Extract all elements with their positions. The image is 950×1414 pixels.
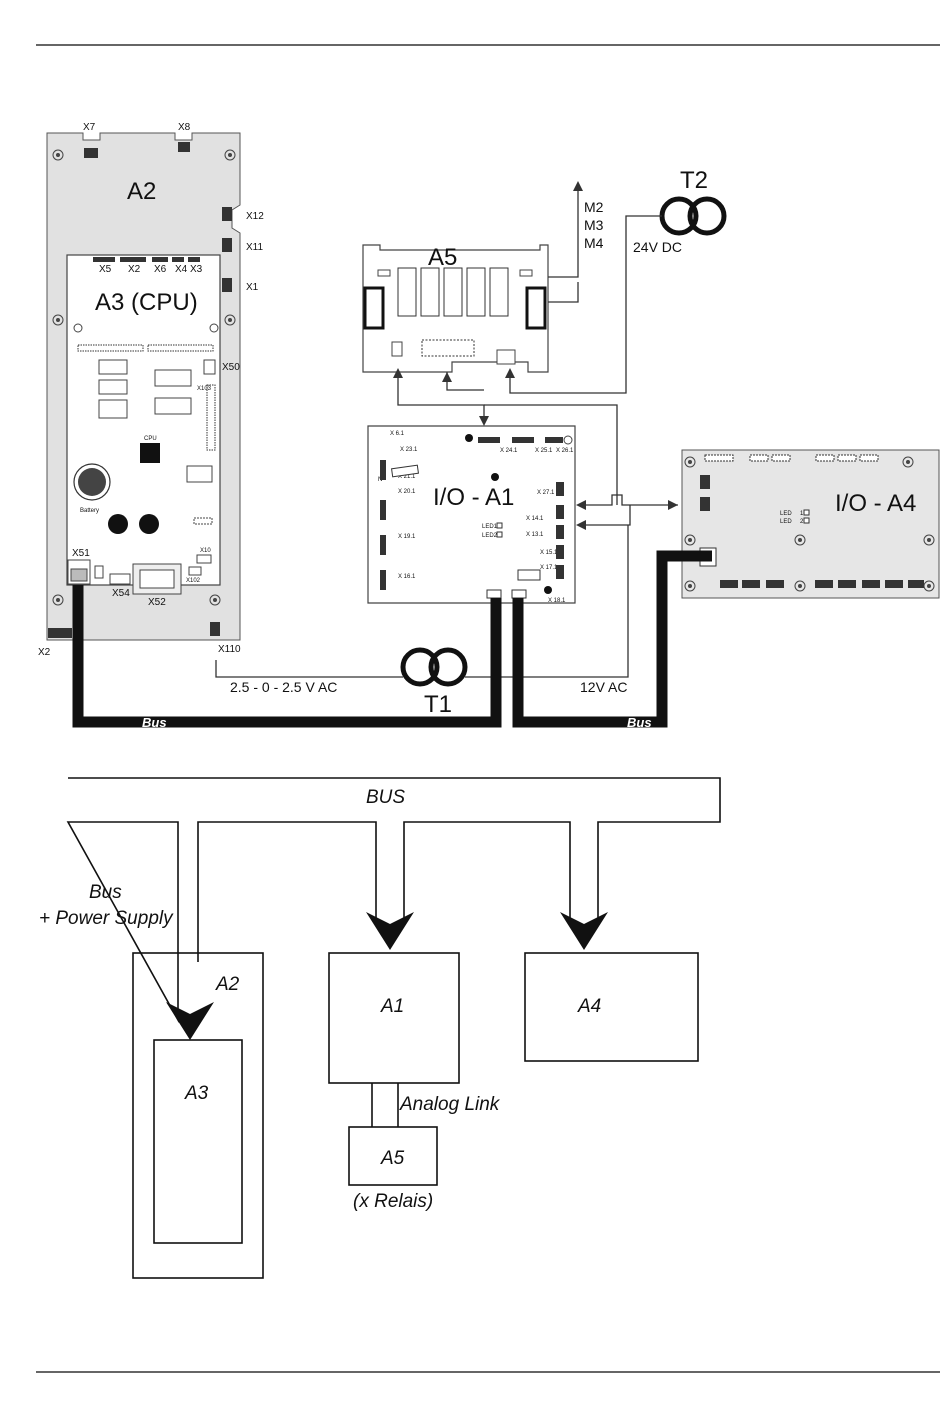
a1-conn-x21-1: X 21.1 [398, 474, 416, 480]
a1-conn-x26-1: X 26.1 [556, 448, 574, 454]
a1-conn-x13-1: X 13.1 [526, 532, 544, 538]
arrowhead-a4 [560, 912, 608, 950]
transformer-t2: T2 24V DC [505, 167, 727, 394]
a3-conn-x103: X103 [197, 386, 212, 392]
a1-conn-x20-1: X 20.1 [398, 489, 416, 495]
t2-voltage: 24V DC [633, 239, 682, 255]
block-analog-link: Analog Link [399, 1094, 501, 1115]
a4-led-label-2: LED [780, 519, 792, 525]
block-a4-label: A4 [577, 996, 601, 1017]
block-bus-power-1: Bus [89, 882, 122, 903]
a1-led1: LED1 [482, 524, 498, 530]
a3-battery-label: Battery [80, 508, 99, 514]
a2-conn-x1: X1 [246, 282, 259, 293]
a5-name: A5 [428, 244, 457, 271]
a4-led-2: 2 [800, 519, 804, 525]
a1-conn-x14-1: X 14.1 [526, 516, 544, 522]
t1-name: T1 [424, 691, 452, 718]
a2-conn-x11: X11 [246, 242, 263, 253]
arrowhead-a1 [366, 912, 414, 950]
a4-name: I/O - A4 [835, 490, 916, 517]
a1-led2: LED2 [482, 533, 498, 539]
block-a3-label: A3 [184, 1083, 209, 1104]
block-a2-label: A2 [215, 974, 240, 995]
a2-name: A2 [127, 178, 156, 205]
block-a5-label: A5 [380, 1148, 405, 1169]
motor-m4: M4 [584, 235, 604, 251]
a1-conn-x27-1: X 27.1 [537, 490, 555, 496]
board-a5: A5 [362, 244, 549, 373]
a2-conn-x2: X2 [38, 647, 51, 658]
a1-conn-x17-1: X 17.1 [540, 565, 558, 571]
a1-conn-x25-1: X 25.1 [535, 448, 553, 454]
bus-cable-left: Bus [72, 585, 502, 730]
board-a4: I/O - A4 LED 1 LED 2 [681, 449, 940, 599]
a4-led-label: LED [780, 511, 792, 517]
a3-conn-x2: X2 [128, 264, 141, 275]
motor-m2: M2 [584, 199, 604, 215]
a2-conn-x8: X8 [178, 122, 191, 133]
a2-conn-x12: X12 [246, 211, 264, 222]
block-a1-label: A1 [380, 996, 404, 1017]
block-diagram [66, 777, 721, 1279]
block-bus-label: BUS [366, 787, 405, 808]
board-a1: I/O - A1 X 6.1 X 23.1 X 24.1 X 25.1 X 26… [367, 425, 576, 604]
a3-conn-x52: X52 [148, 597, 166, 608]
motor-m3: M3 [584, 217, 604, 233]
a4-led-1: 1 [800, 511, 804, 517]
a1-conn-x16-1: X 16.1 [398, 574, 416, 580]
bus-cable-right: Bus [512, 550, 712, 730]
a3-conn-x51: X51 [72, 548, 90, 559]
a2-conn-x7: X7 [83, 122, 96, 133]
a1-conn-x18-1: X 18.1 [548, 598, 566, 604]
a1-conn-x6-1: X 6.1 [390, 431, 405, 437]
a3-conn-x6: X6 [154, 264, 167, 275]
a3-conn-x102: X102 [186, 578, 201, 584]
a3-conn-x5: X5 [99, 264, 112, 275]
signal-lines [397, 372, 678, 526]
a3-conn-x54: X54 [112, 588, 130, 599]
a3-conn-x50: X50 [222, 362, 240, 373]
a1-conn-x24-1: X 24.1 [500, 448, 518, 454]
a3-name: A3 (CPU) [95, 289, 198, 316]
a1-conn-x15-1: X 15.1 [540, 550, 558, 556]
bus-label-left: Bus [142, 715, 167, 730]
arrowhead-a3 [166, 1002, 214, 1040]
board-a3: X5 X2 X6 X4 X3 A3 (CPU) X50 X103 CPU Bat… [66, 254, 240, 608]
t1-voltage-right: 12V AC [580, 679, 627, 695]
a2-conn-x110: X110 [218, 644, 241, 655]
block-relais: (x Relais) [353, 1191, 433, 1212]
t2-name: T2 [680, 167, 708, 194]
a1-name: I/O - A1 [433, 484, 514, 511]
bus-label-right: Bus [627, 715, 652, 730]
block-bus-power-2: + Power Supply [39, 908, 174, 929]
a3-cpu-label: CPU [144, 436, 157, 442]
a3-conn-x4: X4 [175, 264, 188, 275]
motor-feed: M2 M3 M4 [548, 181, 604, 303]
t1-voltage-left: 2.5 - 0 - 2.5 V AC [230, 679, 337, 695]
a3-conn-x3: X3 [190, 264, 203, 275]
a3-conn-x10: X10 [200, 548, 211, 554]
a1-conn-x23-1: X 23.1 [400, 447, 418, 453]
transformer-t1: T1 2.5 - 0 - 2.5 V AC 12V AC [215, 525, 629, 718]
a1-conn-x19-1: X 19.1 [398, 534, 416, 540]
